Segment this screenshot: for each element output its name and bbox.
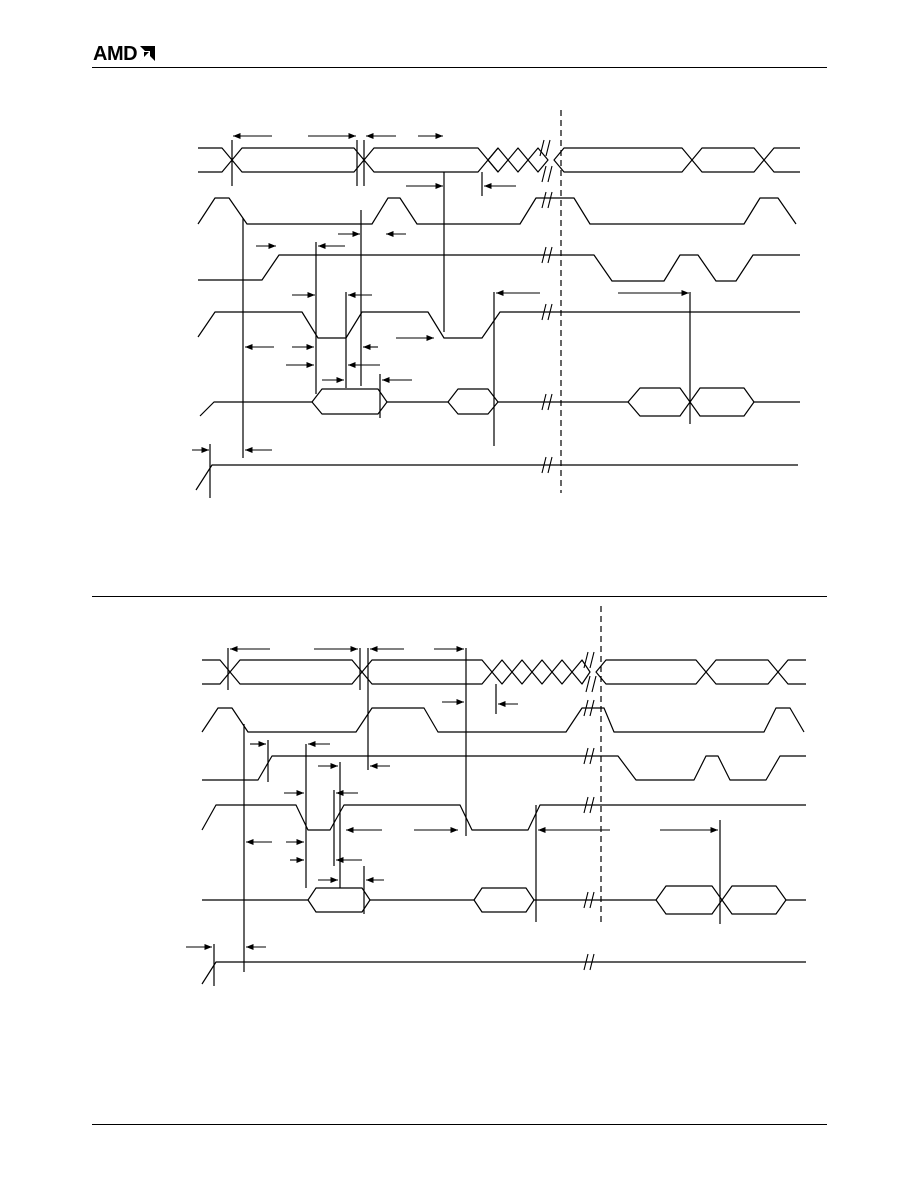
footer-rule <box>92 1124 827 1125</box>
break-marks <box>539 139 553 474</box>
logo-text: AMD <box>93 43 138 65</box>
timing-arrows <box>186 645 718 951</box>
amd-logo: AMD <box>93 43 156 65</box>
signal-chip-enable <box>201 707 805 733</box>
signal-4 <box>201 804 806 831</box>
signal-6 <box>201 961 806 985</box>
upper-timing-diagram <box>192 110 800 498</box>
signal-4 <box>197 311 800 339</box>
amd-arrow-icon <box>139 46 156 62</box>
signal-address-bus <box>198 147 800 173</box>
reference-lines <box>213 648 721 986</box>
lower-timing-diagram <box>186 606 806 986</box>
signal-3 <box>198 254 800 282</box>
section-divider <box>92 596 827 597</box>
signal-chip-enable <box>197 197 797 225</box>
signal-data-bus <box>199 387 800 417</box>
timing-arrows <box>192 132 689 454</box>
signal-data-bus <box>202 885 806 915</box>
reference-lines <box>209 140 691 498</box>
header-rule <box>92 67 827 68</box>
signal-3 <box>202 755 806 781</box>
signal-6 <box>195 464 798 491</box>
break-marks <box>583 651 597 971</box>
signal-address-bus <box>202 659 806 685</box>
